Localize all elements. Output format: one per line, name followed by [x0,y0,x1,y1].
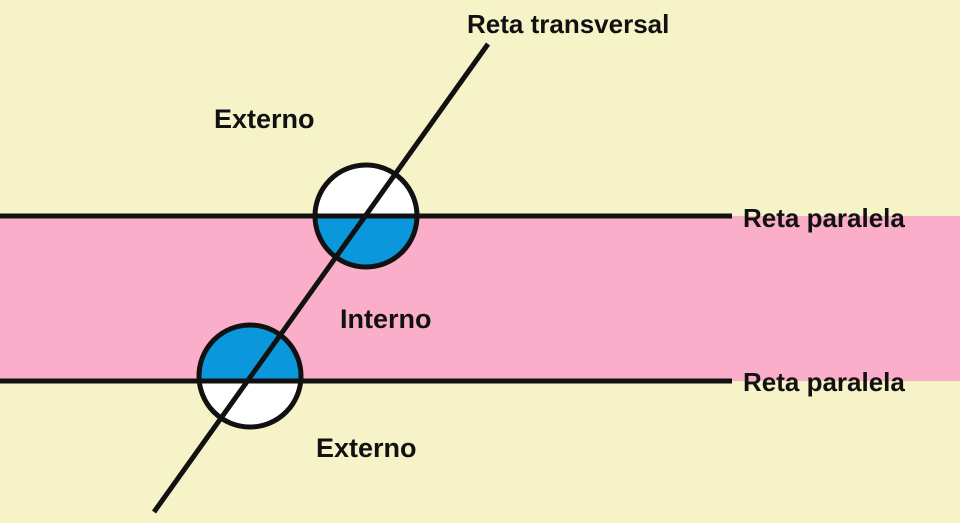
transversal-label: Reta transversal [467,9,669,39]
transversal-line [151,42,491,514]
parallel-bottom-label: Reta paralela [743,367,905,397]
internal-band [0,216,960,381]
external-bottom-label: Externo [316,433,417,463]
parallel-top-label: Reta paralela [743,203,905,233]
external-top-label: Externo [214,104,315,134]
internal-label: Interno [340,304,432,334]
lower-angle-outline [196,322,304,430]
